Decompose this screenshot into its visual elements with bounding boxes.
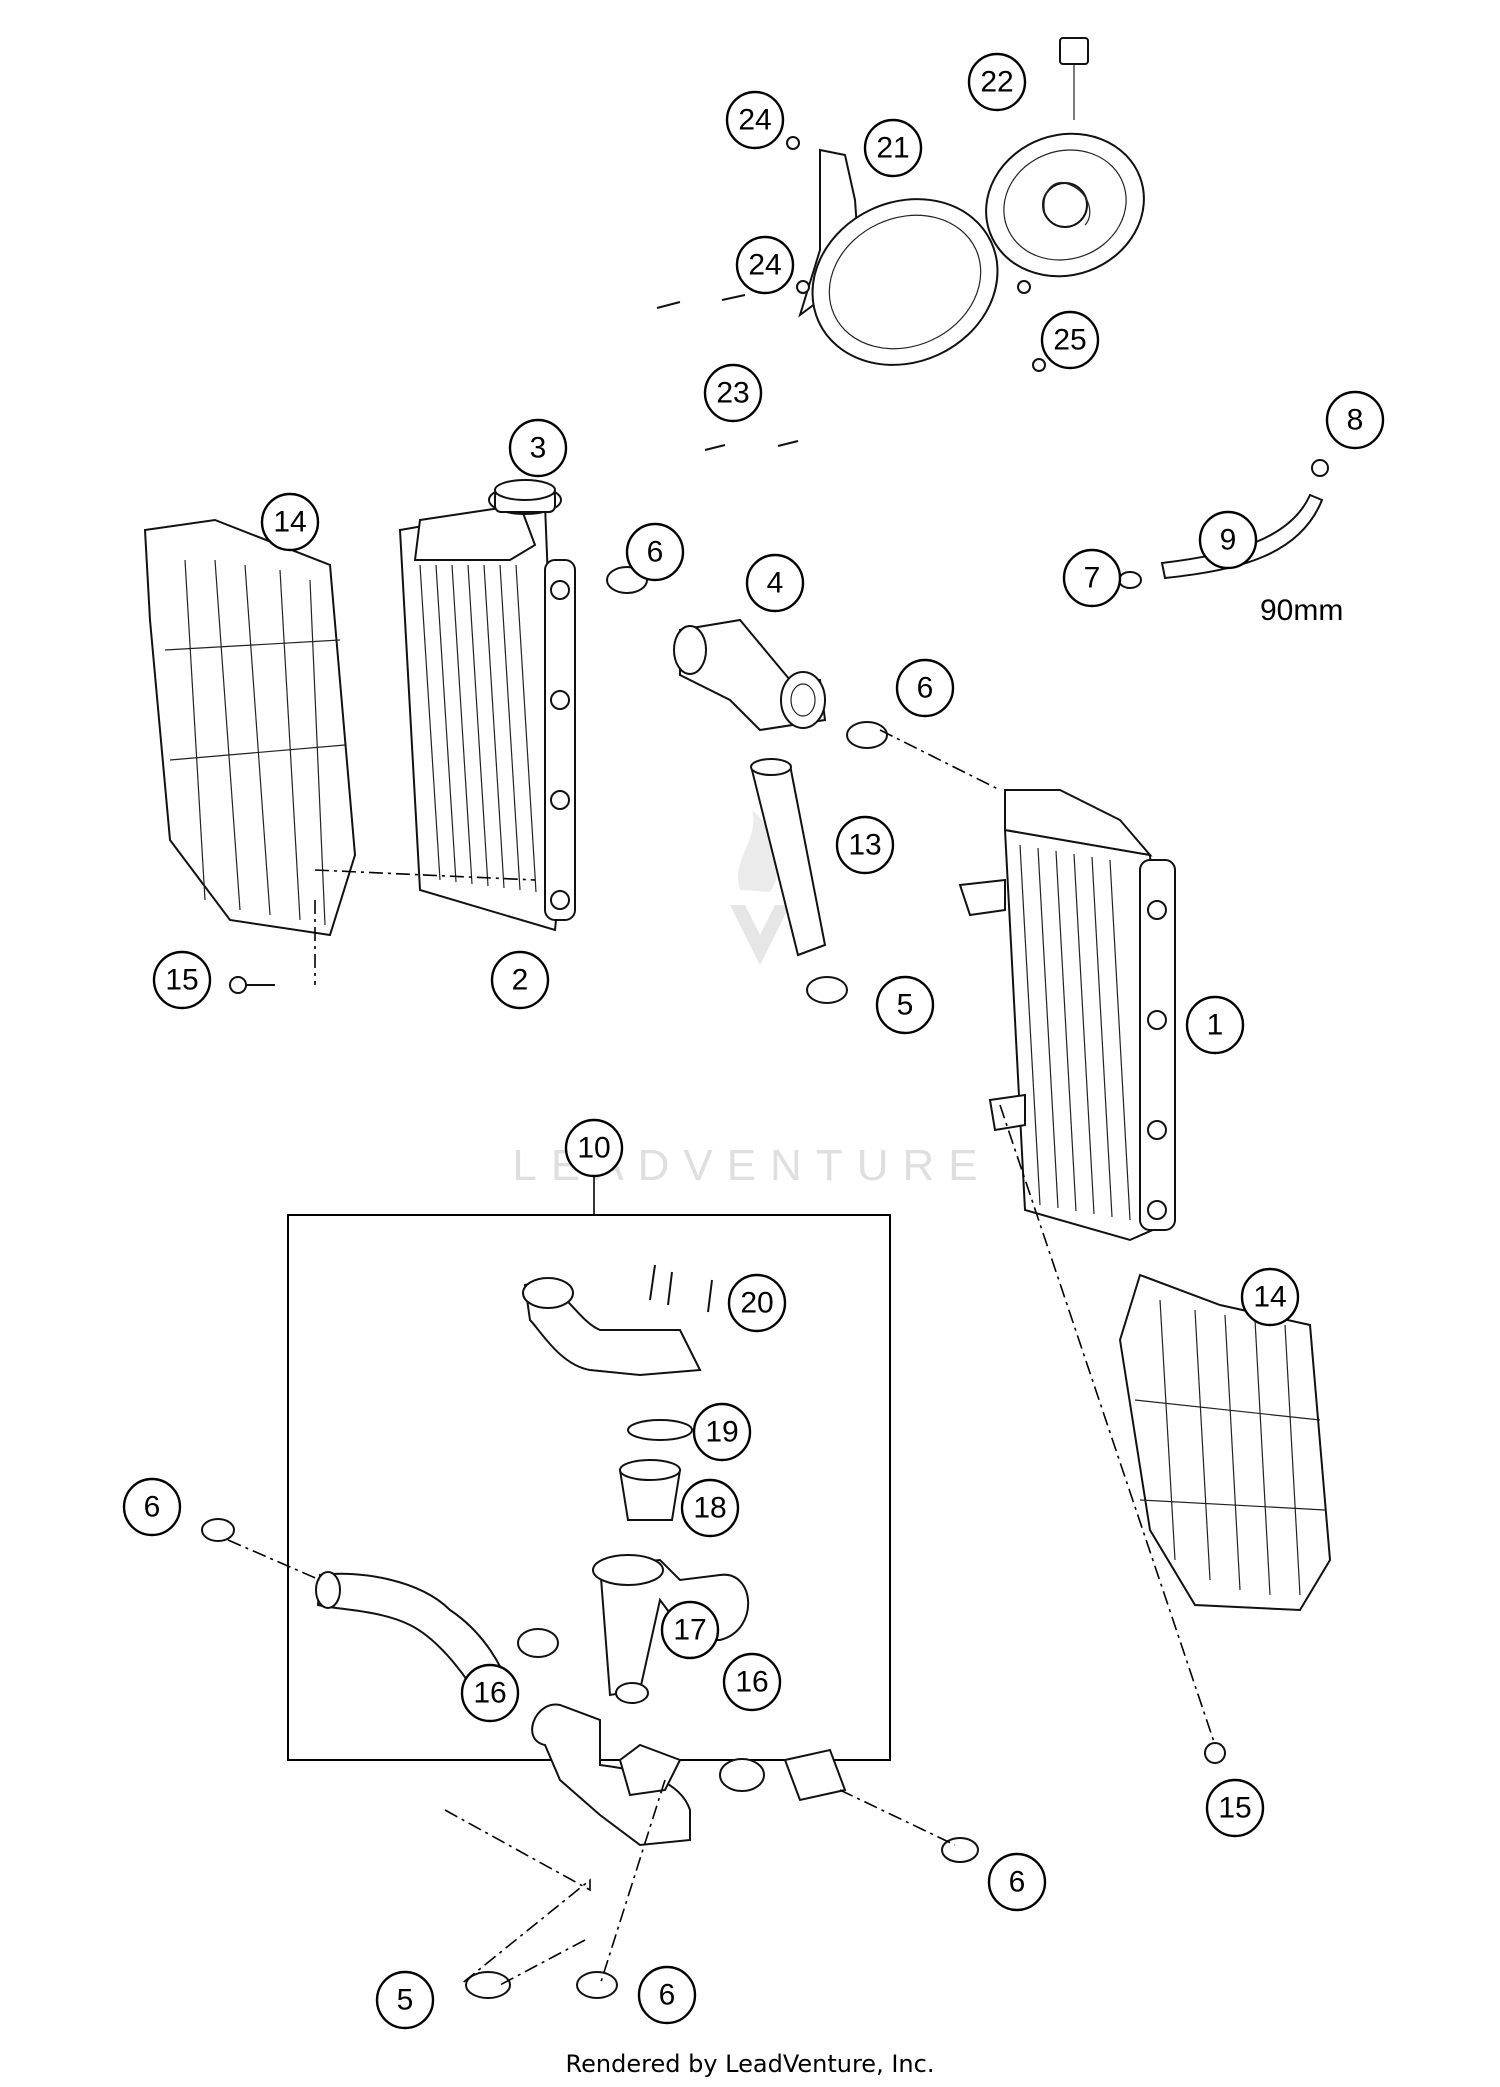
svg-text:1: 1 — [1207, 1009, 1224, 1042]
callout-6a: 6 — [625, 522, 685, 582]
callout-22: 22 — [967, 52, 1027, 112]
svg-text:21: 21 — [876, 132, 909, 165]
svg-text:19: 19 — [705, 1416, 738, 1449]
svg-text:4: 4 — [767, 567, 784, 600]
svg-text:18: 18 — [693, 1492, 726, 1525]
svg-text:6: 6 — [659, 1979, 676, 2012]
radiator-cap — [488, 479, 562, 515]
svg-text:5: 5 — [397, 1984, 414, 2017]
radiator-right — [958, 789, 1177, 1242]
callout-14a: 14 — [260, 492, 320, 552]
svg-text:6: 6 — [144, 1491, 161, 1524]
svg-text:13: 13 — [848, 829, 881, 862]
svg-text:17: 17 — [673, 1614, 706, 1647]
svg-text:24: 24 — [738, 104, 771, 137]
callout-25: 25 — [1040, 310, 1100, 370]
callout-15b: 15 — [1205, 1778, 1265, 1838]
svg-text:2: 2 — [512, 964, 529, 997]
callout-5b: 5 — [375, 1970, 435, 2030]
callout-8: 8 — [1325, 390, 1385, 450]
svg-text:9: 9 — [1220, 524, 1237, 557]
callout-13: 13 — [835, 815, 895, 875]
hose-straight — [750, 758, 827, 957]
hose-clamp-outer — [201, 1518, 979, 1999]
callout-3: 3 — [508, 418, 568, 478]
fan-bracket — [798, 148, 999, 366]
hose-clamp — [606, 566, 888, 1004]
callout-10: 10 — [564, 1118, 624, 1178]
svg-text:7: 7 — [1084, 562, 1101, 595]
callout-17: 17 — [660, 1600, 720, 1660]
hose-connector — [673, 618, 827, 732]
svg-text:3: 3 — [530, 432, 547, 465]
callout-5: 5 — [875, 975, 935, 1035]
svg-text:16: 16 — [473, 1677, 506, 1710]
svg-text:6: 6 — [1009, 1866, 1026, 1899]
callout-15a: 15 — [152, 950, 212, 1010]
callout-6c: 6 — [122, 1477, 182, 1537]
svg-text:25: 25 — [1053, 324, 1086, 357]
svg-text:20: 20 — [740, 1287, 773, 1320]
svg-text:6: 6 — [647, 536, 664, 569]
svg-text:8: 8 — [1347, 404, 1364, 437]
radiator-guard-right — [1118, 1273, 1332, 1612]
hose-length-label: 90mm — [1260, 594, 1343, 627]
callout-6b: 6 — [895, 658, 955, 718]
callout-23: 23 — [703, 363, 763, 423]
svg-text:14: 14 — [1253, 1281, 1286, 1314]
leader-lines — [227, 729, 1216, 1986]
callout-16a: 16 — [460, 1663, 520, 1723]
callout-2: 2 — [490, 950, 550, 1010]
callout-24b: 24 — [735, 235, 795, 295]
svg-text:10: 10 — [577, 1132, 610, 1165]
render-credit: Rendered by LeadVenture, Inc. — [566, 2050, 935, 2078]
callout-1: 1 — [1185, 995, 1245, 1055]
callout-6e: 6 — [637, 1965, 697, 2025]
hose-kit-parts — [315, 1264, 847, 1847]
callout-16b: 16 — [722, 1652, 782, 1712]
radiator-left — [398, 503, 576, 932]
svg-text:24: 24 — [748, 249, 781, 282]
callout-6d: 6 — [987, 1852, 1047, 1912]
callout-21: 21 — [863, 118, 923, 178]
svg-text:14: 14 — [273, 506, 306, 539]
svg-text:22: 22 — [980, 66, 1013, 99]
screws-fan — [656, 136, 1046, 451]
callout-24a: 24 — [725, 90, 785, 150]
callout-20: 20 — [727, 1273, 787, 1333]
hose-kit-frame — [287, 1214, 891, 1761]
callout-19: 19 — [692, 1402, 752, 1462]
svg-text:23: 23 — [716, 377, 749, 410]
svg-text:16: 16 — [735, 1666, 768, 1699]
svg-text:5: 5 — [897, 989, 914, 1022]
svg-text:15: 15 — [1218, 1792, 1251, 1825]
cooling-fan — [985, 37, 1145, 278]
callout-9: 9 — [1198, 510, 1258, 570]
radiator-guard-left — [143, 518, 357, 937]
svg-text:15: 15 — [165, 964, 198, 997]
callout-7: 7 — [1062, 548, 1122, 608]
screw — [229, 976, 1226, 1764]
callout-4: 4 — [745, 553, 805, 613]
svg-text:6: 6 — [917, 672, 934, 705]
callout-18: 18 — [680, 1478, 740, 1538]
callout-14b: 14 — [1240, 1267, 1300, 1327]
